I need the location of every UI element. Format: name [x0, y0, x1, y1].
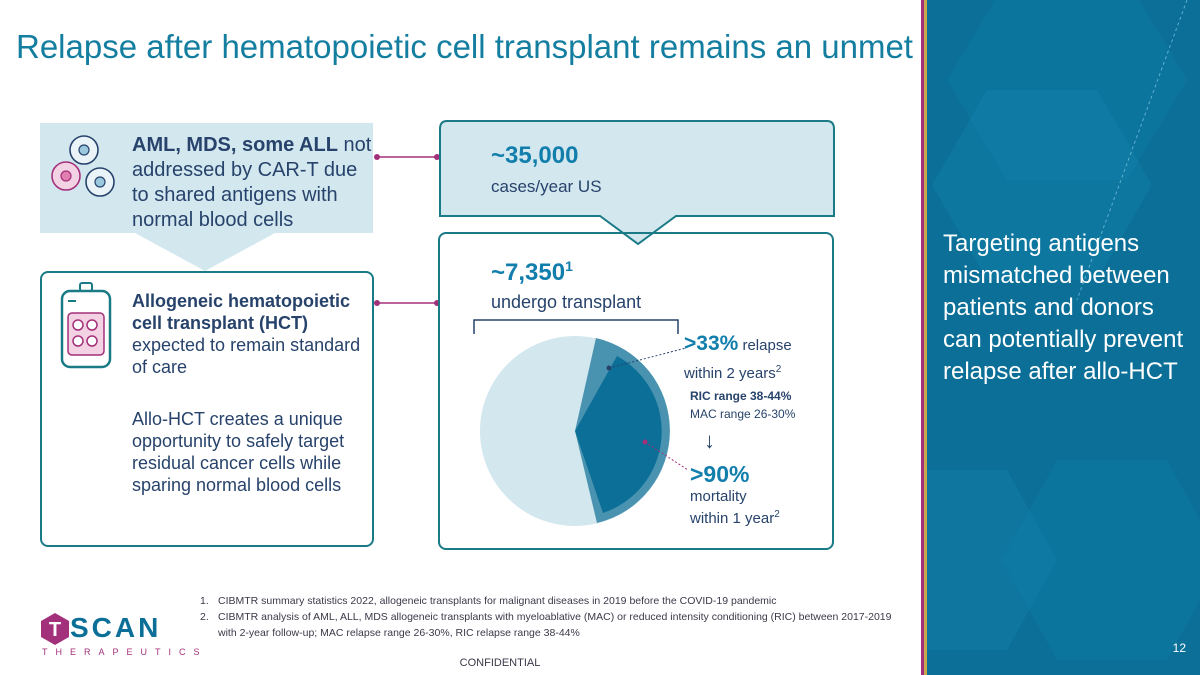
footnote-number: 2. [200, 611, 209, 623]
ric-range: RIC range 38-44% [690, 389, 792, 403]
accent-stripe-magenta [921, 0, 924, 675]
hct-text-rest: expected to remain standard of care [132, 335, 361, 377]
mortality-value: >90% [690, 461, 750, 487]
logo-wordmark: SCAN [70, 612, 162, 643]
cells-icon [51, 135, 115, 197]
cases-value: ~35,000 [491, 142, 579, 169]
allo-hct-text: Allo-HCT creates a unique opportunity to… [132, 409, 345, 495]
side-panel-text: Targeting antigens mismatched between pa… [943, 230, 1184, 385]
hct-text-bold: Allogeneic hematopoietic cell transplant… [132, 291, 351, 333]
callout-car-t-text: AML, MDS, some ALL not addressed by CAR-… [132, 133, 372, 233]
callout-arrow [135, 233, 275, 271]
mortality-label: mortality [690, 488, 747, 505]
cases-label: cases/year US [491, 177, 602, 196]
tscan-logo-icon: T [41, 613, 69, 645]
blood-bag-icon [60, 282, 112, 369]
footnote-number: 1. [200, 595, 209, 607]
footnotes: 1. CIBMTR summary statistics 2022, allog… [200, 593, 900, 641]
transplant-label: undergo transplant [491, 292, 642, 312]
footnote-text: CIBMTR analysis of AML, ALL, MDS allogen… [218, 611, 892, 639]
relapse-footnote-ref: 2 [775, 364, 782, 375]
relapse-timeframe-text: within 2 years [684, 365, 776, 382]
mortality-footnote-ref: 2 [774, 509, 780, 520]
confidential-label: CONFIDENTIAL [0, 657, 1200, 669]
mac-range: MAC range 26-30% [690, 407, 796, 421]
logo-letter: T [49, 619, 61, 641]
footnote-item: 1. CIBMTR summary statistics 2022, allog… [200, 593, 900, 609]
confidential-text: CONFIDENTIAL [459, 657, 541, 669]
relapse-timeframe: within 2 years2 [684, 364, 781, 382]
page-title: Relapse after hematopoietic cell transpl… [16, 28, 996, 65]
footnote-text: CIBMTR summary statistics 2022, allogene… [218, 595, 777, 607]
callout-car-t-bold: AML, MDS, some ALL [132, 134, 338, 156]
accent-stripe-gold [924, 0, 927, 675]
relapse-stat: >33% relapse [684, 332, 792, 356]
callout-car-t-rest: not addressed by CAR-T due to shared ant… [132, 134, 372, 231]
relapse-word: relapse [738, 337, 792, 354]
mortality-timeframe: within 1 year2 [690, 509, 780, 527]
mortality-timeframe-text: within 1 year [690, 510, 775, 527]
relapse-value: >33% [684, 332, 739, 355]
pie-chart-icon [473, 319, 689, 526]
hexagon-pattern-icon [927, 0, 1200, 660]
transplant-box [438, 232, 834, 550]
cases-box [439, 120, 835, 246]
page-number: 12 [1172, 641, 1186, 655]
transplant-number: ~7,350 [491, 259, 566, 286]
down-arrow-icon: ↓ [704, 428, 715, 453]
footnote-item: 2. CIBMTR analysis of AML, ALL, MDS allo… [200, 609, 900, 641]
logo-subtitle: THERAPEUTICS [42, 647, 208, 657]
transplant-footnote-ref: 1 [565, 258, 573, 274]
transplant-value: ~7,3501 [491, 258, 573, 287]
hct-text: Allogeneic hematopoietic cell transplant… [132, 290, 367, 378]
side-panel: Targeting antigens mismatched between pa… [927, 0, 1200, 675]
